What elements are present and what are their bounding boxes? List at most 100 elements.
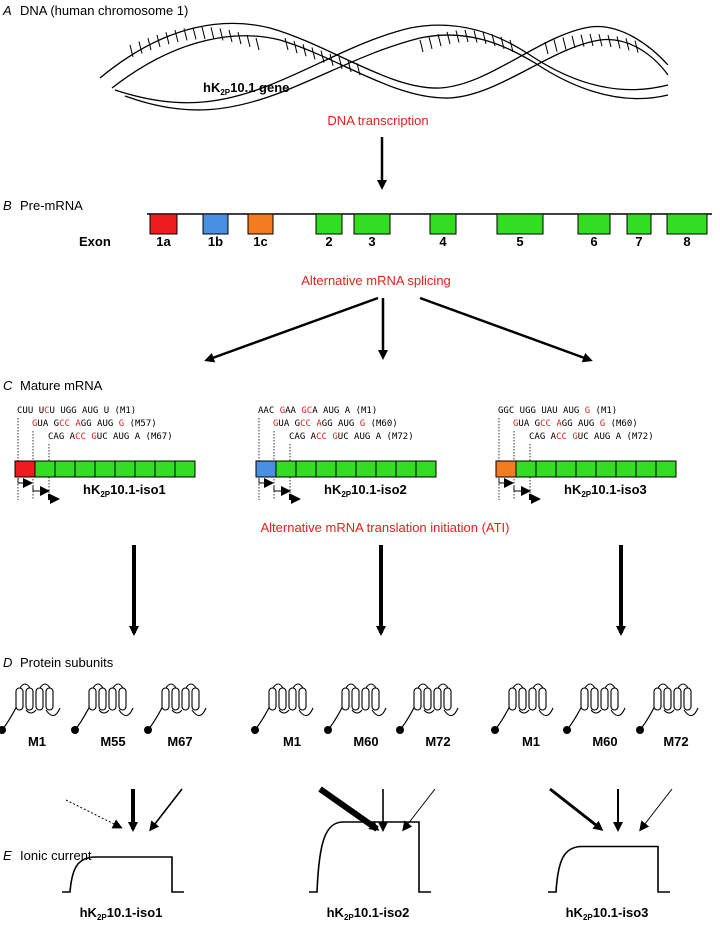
base-pair-rung — [500, 36, 505, 50]
current-label-iso2: hK2P10.1-iso2 — [327, 905, 410, 922]
base-pair-rung — [347, 59, 352, 73]
subunit-label: M67 — [167, 734, 192, 749]
subunit-label: M1 — [28, 734, 46, 749]
exon-2-box — [315, 213, 343, 235]
n-terminus-dot — [0, 726, 6, 734]
translation-start-arrow — [17, 478, 33, 488]
subunit-contribution-arrow — [549, 787, 604, 831]
n-terminus-dot — [396, 726, 404, 734]
codon-line: GUA GCC AGG AUG G (M60) — [513, 419, 638, 429]
n-terminus-dot — [324, 726, 332, 734]
base-pair-rung — [255, 37, 260, 51]
exon-7-label: 7 — [635, 234, 642, 249]
base-pair-rung — [338, 56, 343, 70]
translation-start-arrow — [498, 478, 514, 488]
exon-8-box — [666, 213, 708, 235]
exon-8-label: 8 — [683, 234, 690, 249]
mrna-first-exon — [14, 460, 36, 478]
codon-line: CAG ACC GUC AUG A (M67) — [48, 432, 173, 442]
translation-start-arrow — [258, 478, 274, 488]
protein-subunit-M67: M67 — [144, 683, 207, 749]
base-pair-rung — [138, 41, 143, 54]
step-splicing: Alternative mRNA splicing — [301, 273, 451, 288]
panel-b-title: Pre-mRNA — [20, 198, 83, 213]
protein-subunit-M60: M60 — [563, 683, 626, 749]
dna-helix — [99, 22, 669, 111]
base-pair-rung — [219, 28, 224, 41]
n-terminus-dot — [251, 726, 259, 734]
panel-c-letter: C — [3, 378, 13, 393]
panel-d-letter: D — [3, 655, 12, 670]
exon-1b-label: 1b — [208, 234, 223, 249]
subunit-label: M60 — [592, 734, 617, 749]
subunit-label: M60 — [353, 734, 378, 749]
base-pair-rung — [589, 33, 594, 47]
base-pair-rung — [571, 35, 576, 48]
exon-7-box — [626, 213, 652, 235]
base-pair-rung — [464, 29, 469, 43]
subunit-label: M55 — [100, 734, 125, 749]
n-terminus-dot — [491, 726, 499, 734]
mrna-iso3: GGC UGG UAU AUG G (M1)GUA GCC AGG AUG G … — [495, 406, 677, 504]
current-label-iso1: hK2P10.1-iso1 — [80, 905, 163, 922]
base-pair-rung — [473, 30, 478, 43]
n-terminus-dot — [144, 726, 152, 734]
base-pair-rung — [437, 34, 442, 47]
panel-e-letter: E — [3, 848, 12, 863]
base-pair-rung — [147, 38, 152, 51]
mrna-iso1: CUU UCU UGG AUG U (M1)GUA GCC AGG AUG G … — [14, 406, 196, 504]
n-terminus-dot — [636, 726, 644, 734]
panel-c-title: Mature mRNA — [20, 378, 103, 393]
base-pair-rung — [311, 47, 316, 60]
dna-base-pairs — [129, 26, 639, 76]
protein-subunit-M60: M60 — [324, 683, 387, 749]
panel-a-title: DNA (human chromosome 1) — [20, 3, 188, 18]
base-pair-rung — [625, 38, 630, 51]
panel-d-title: Protein subunits — [20, 655, 114, 670]
subunit-contribution-arrow — [65, 799, 123, 829]
base-pair-rung — [598, 34, 603, 47]
arrow-splice-iso3 — [419, 296, 593, 363]
base-pair-rung — [553, 39, 558, 52]
base-pair-rung — [320, 50, 325, 63]
protein-subunit-M1: M1 — [491, 683, 554, 749]
base-pair-rung — [156, 34, 161, 48]
exon-6-box — [577, 213, 611, 235]
base-pair-rung — [284, 37, 289, 51]
exon-3-box — [353, 213, 391, 235]
protein-subunit-M55: M55 — [71, 683, 134, 749]
translation-start-arrow — [289, 494, 301, 504]
translation-start-arrow — [529, 494, 541, 504]
exon-4-box — [429, 213, 457, 235]
exon-1a-label: 1a — [156, 234, 171, 249]
base-pair-rung — [562, 37, 567, 50]
base-pair-rung — [356, 63, 361, 76]
panel-e-title: Ionic current — [20, 848, 92, 863]
base-pair-rung — [428, 36, 433, 50]
base-pair-rung — [210, 27, 215, 40]
exon-4-label: 4 — [439, 234, 447, 249]
base-pair-rung — [509, 39, 514, 53]
codon-line: GUA GCC AGG AUG G (M57) — [32, 419, 157, 429]
codon-line: GUA GCC AGG AUG G (M60) — [273, 419, 398, 429]
n-terminus-dot — [71, 726, 79, 734]
base-pair-rung — [228, 29, 233, 43]
current-label-iso3: hK2P10.1-iso3 — [566, 905, 649, 922]
step-transcription: DNA transcription — [327, 113, 428, 128]
exon-label: Exon — [79, 234, 111, 249]
current-trace-iso3 — [548, 845, 670, 893]
exon-3-label: 3 — [368, 234, 375, 249]
ionic-currents: hK2P10.1-iso1 hK2P10.1-iso2 hK2P10.1-iso3 — [62, 821, 670, 922]
gene-label: hK2P10.1 gene — [203, 80, 289, 97]
base-pair-rung — [446, 31, 451, 45]
base-pair-rung — [192, 27, 197, 40]
codon-line: CAG ACC GUC AUG A (M72) — [289, 432, 414, 442]
step-translation: Alternative mRNA translation initiation … — [260, 520, 509, 535]
exon-1c-box — [247, 213, 274, 235]
mature-mrna-group: CUU UCU UGG AUG U (M1)GUA GCC AGG AUG G … — [14, 406, 677, 504]
subunit-contribution-arrow — [639, 788, 673, 832]
codon-line: AAC GAA GCA AUG A (M1) — [258, 406, 377, 416]
